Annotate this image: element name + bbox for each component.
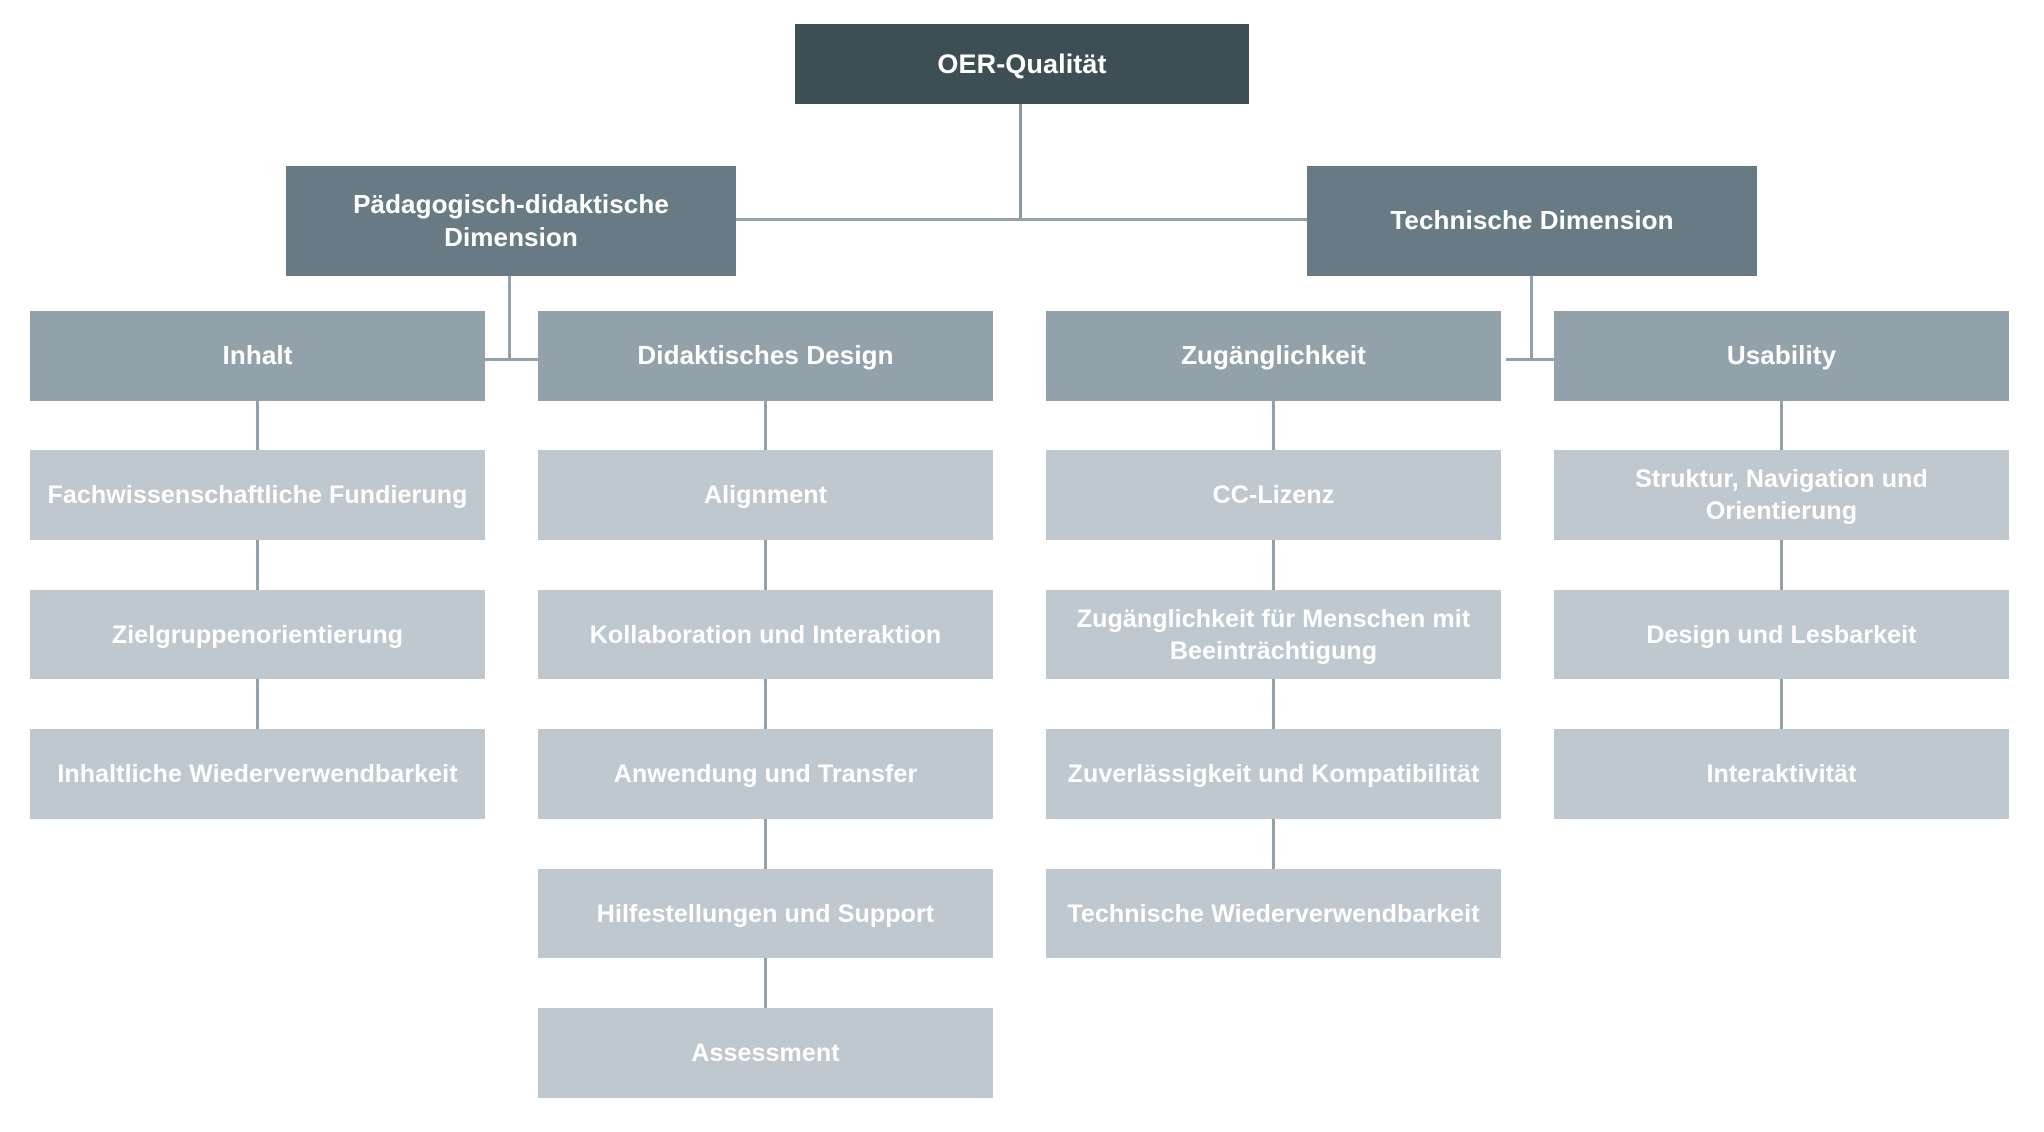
node-criterion-technische-wiederverwendbarkeit[interactable]: Technische Wiederverwendbarkeit [1046,869,1501,958]
node-criterion-label: Zielgruppenorientierung [111,620,404,649]
node-category-usability[interactable]: Usability [1554,311,2009,401]
node-dimension-technisch[interactable]: Technische Dimension [1307,166,1757,276]
connector-inhalt-3 [256,679,259,729]
node-criterion-interaktivitaet[interactable]: Interaktivität [1554,729,2009,819]
connector-dd-3 [764,679,767,729]
node-criterion-kollaboration-und-interaktion[interactable]: Kollaboration und Interaktion [538,590,993,679]
node-criterion-label: Zuverlässigkeit und Kompatibilität [1067,760,1480,788]
connector-dd-1 [764,400,767,450]
node-dimension-paedagogisch-didaktisch[interactable]: Pädagogisch-didaktische Dimension [286,166,736,276]
node-criterion-anwendung-und-transfer[interactable]: Anwendung und Transfer [538,729,993,819]
connector-usa-2 [1780,540,1783,590]
node-category-label: Inhalt [222,340,293,371]
node-criterion-struktur-navigation-und-orientierung[interactable]: Struktur, Navigation und Orientierung [1554,450,2009,540]
connector-usa-1 [1780,400,1783,450]
connector-dd-5 [764,958,767,1008]
node-criterion-cc-lizenz[interactable]: CC-Lizenz [1046,450,1501,540]
node-category-zugaenglichkeit[interactable]: Zugänglichkeit [1046,311,1501,401]
node-criterion-hilfestellungen-und-support[interactable]: Hilfestellungen und Support [538,869,993,958]
connector-dd-2 [764,540,767,590]
node-category-inhalt[interactable]: Inhalt [30,311,485,401]
node-criterion-label: Design und Lesbarkeit [1646,620,1917,649]
node-criterion-label: Alignment [703,481,828,509]
connector-zug-1 [1272,400,1275,450]
connector-zug-2 [1272,540,1275,590]
node-criterion-label: Hilfestellungen und Support [596,899,935,928]
node-criterion-zugaenglichkeit-fuer-menschen-mit-beeintraechtigung[interactable]: Zugänglichkeit für Menschen mit Beeinträ… [1046,590,1501,679]
node-criterion-design-und-lesbarkeit[interactable]: Design und Lesbarkeit [1554,590,2009,679]
node-dimension-label: Pädagogisch-didaktische Dimension [353,188,669,252]
connector-tech-category-bus [1506,358,1562,361]
node-criterion-assessment[interactable]: Assessment [538,1008,993,1098]
node-criterion-zuverlaessigkeit-und-kompatibilitaet[interactable]: Zuverlässigkeit und Kompatibilität [1046,729,1501,819]
node-root-label: OER-Qualität [937,48,1107,79]
node-criterion-zielgruppenorientierung[interactable]: Zielgruppenorientierung [30,590,485,679]
connector-zug-4 [1272,819,1275,869]
connector-paed-category-bus [484,358,540,361]
node-criterion-fachwissenschaftliche-fundierung[interactable]: Fachwissenschaftliche Fundierung [30,450,485,540]
node-criterion-label: Technische Wiederverwendbarkeit [1067,899,1480,928]
node-category-label: Usability [1726,340,1837,371]
connector-dd-4 [764,819,767,869]
node-criterion-label: Inhaltliche Wiederverwendbarkeit [57,760,458,788]
connector-dimensions-horizontal [734,218,1309,221]
node-category-label: Didaktisches Design [637,340,894,371]
node-criterion-label: Kollaboration und Interaktion [589,620,942,649]
connector-inhalt-1 [256,400,259,450]
node-criterion-label: Fachwissenschaftliche Fundierung [47,481,468,509]
connector-usa-3 [1780,679,1783,729]
connector-tech-down [1530,206,1533,361]
connector-zug-3 [1272,679,1275,729]
node-criterion-label: Anwendung und Transfer [613,760,918,788]
connector-paed-down [508,206,511,361]
node-criterion-alignment[interactable]: Alignment [538,450,993,540]
node-dimension-label: Technische Dimension [1390,205,1674,236]
connector-inhalt-2 [256,540,259,590]
node-criterion-label: Struktur, Navigation und Orientierung [1635,465,1928,525]
node-criterion-label: Zugänglichkeit für Menschen mit Beeinträ… [1076,604,1471,665]
node-category-label: Zugänglichkeit [1181,340,1366,371]
node-criterion-inhaltliche-wiederverwendbarkeit[interactable]: Inhaltliche Wiederverwendbarkeit [30,729,485,819]
node-criterion-label: Interaktivität [1706,760,1857,788]
node-root-oer-qualitaet[interactable]: OER-Qualität [795,24,1249,104]
connector-root-down [1019,103,1022,221]
node-criterion-label: Assessment [691,1039,840,1067]
node-criterion-label: CC-Lizenz [1212,481,1335,509]
node-category-didaktisches-design[interactable]: Didaktisches Design [538,311,993,401]
